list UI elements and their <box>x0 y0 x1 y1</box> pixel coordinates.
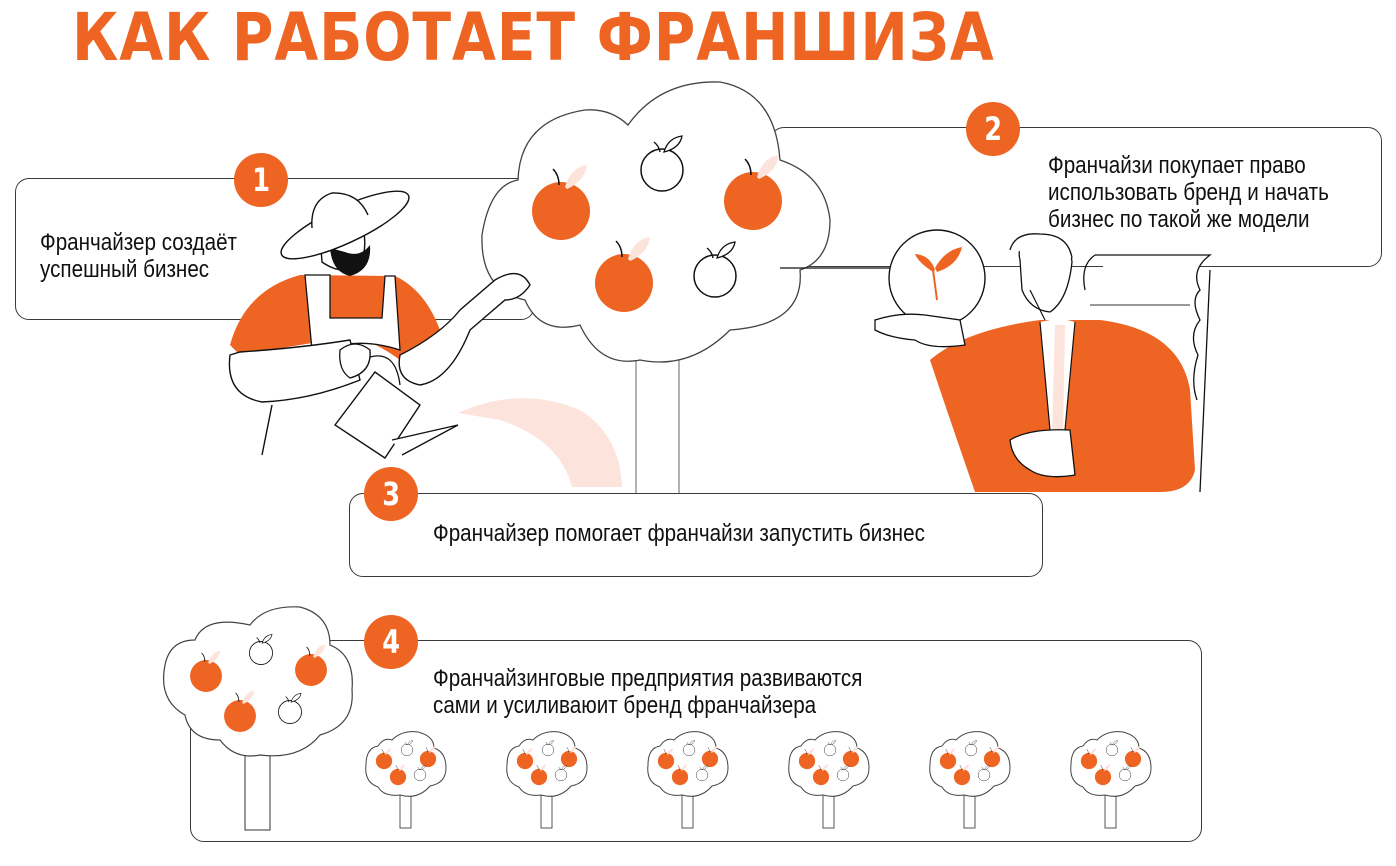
step-1-number: 1 <box>252 161 270 199</box>
step-4-line-1: Франчайзинговые предприятия развиваются <box>433 665 863 692</box>
step-3-box <box>349 493 1043 577</box>
step-1-line-1: Франчайзер создаёт <box>40 229 238 256</box>
mother-tree <box>163 606 353 831</box>
step-1-line-2: успешный бизнес <box>40 256 210 283</box>
step-4-text: Франчайзинговые предприятия развиваются … <box>433 665 862 719</box>
step-1-badge: 1 <box>234 153 288 207</box>
sprout-bubble <box>780 229 986 327</box>
step-2-badge: 2 <box>966 102 1020 156</box>
step-3-badge: 3 <box>364 467 418 521</box>
step-2-line-1: Франчайзи покупает право <box>1048 152 1306 179</box>
step-4-box <box>190 640 1202 842</box>
gardener-illustration <box>228 190 531 459</box>
step-2-line-3: бизнес по такой же модели <box>1048 206 1310 233</box>
step-3-line-1: Франчайзер помогает франчайзи запустить … <box>433 520 925 547</box>
step-3-text: Франчайзер помогает франчайзи запустить … <box>433 520 925 547</box>
step-2-number: 2 <box>984 110 1002 148</box>
big-apple-tree <box>481 81 831 363</box>
step-4-line-2: сами и усиливаюит бренд франчайзера <box>433 692 817 719</box>
businessman-illustration <box>874 233 1195 492</box>
step-2-text: Франчайзи покупает право использовать бр… <box>1048 152 1329 233</box>
step-2-line-2: использовать бренд и начать <box>1048 179 1329 206</box>
step-3-number: 3 <box>382 475 400 513</box>
step-1-text: Франчайзер создаёт успешный бизнес <box>40 229 237 283</box>
mini-tree <box>365 731 447 829</box>
step-4-number: 4 <box>382 623 400 661</box>
step-4-badge: 4 <box>364 615 418 669</box>
armchair <box>1083 254 1212 493</box>
page-title: КАК РАБОТАЕТ ФРАНШИЗА <box>72 0 995 76</box>
